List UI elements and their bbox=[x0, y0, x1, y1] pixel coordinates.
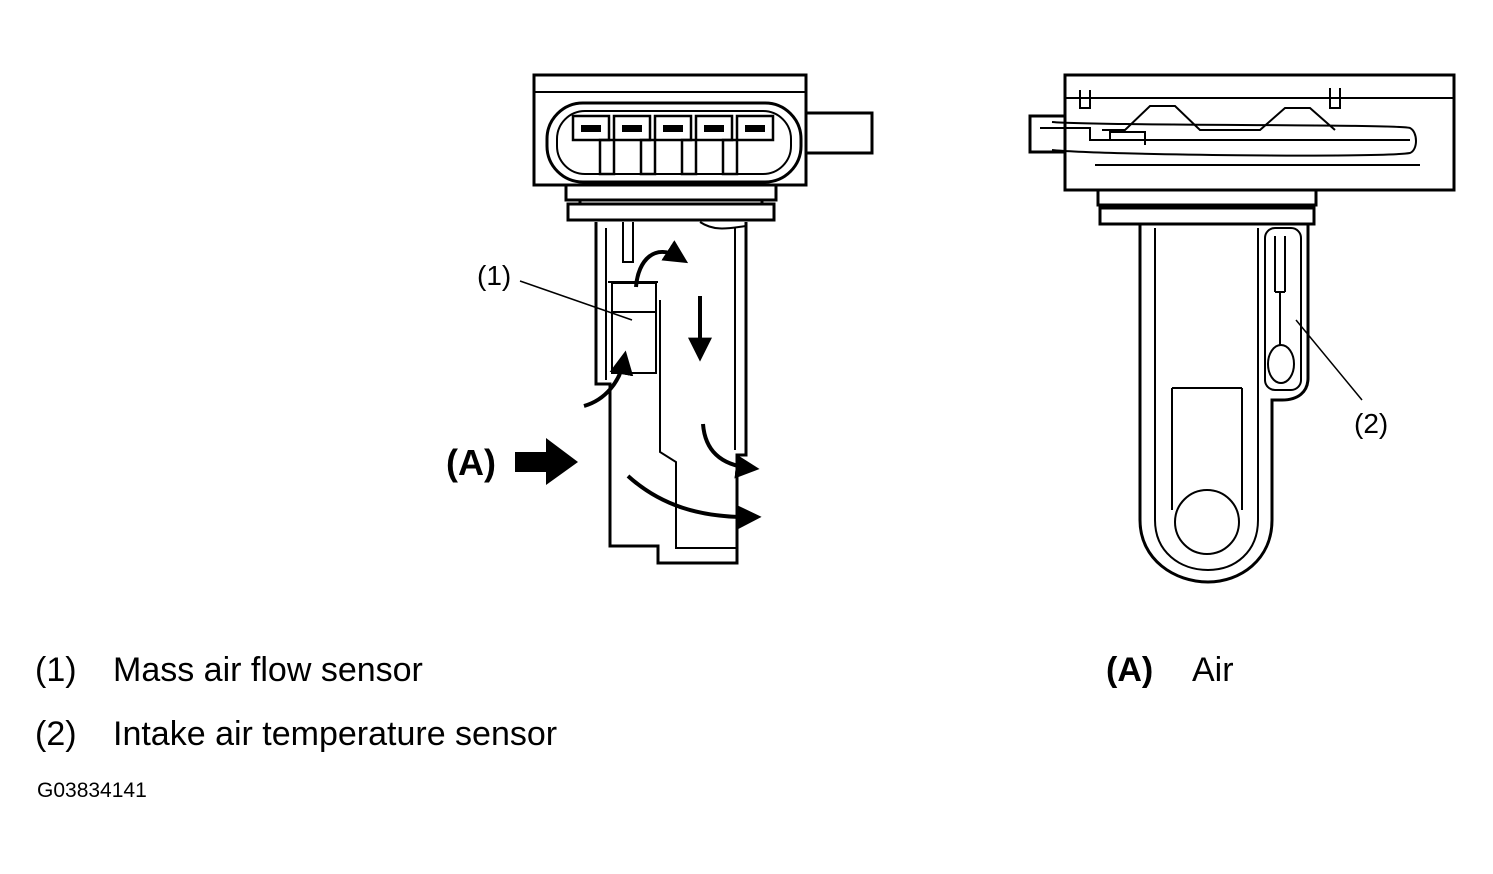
legend-number: (1) bbox=[35, 651, 77, 689]
callout-iat-sensor: (2) bbox=[1354, 408, 1389, 439]
side-probe-body bbox=[1138, 224, 1310, 584]
maf-sensor-element bbox=[611, 282, 657, 374]
callout-maf-sensor: (1) bbox=[477, 260, 512, 291]
air-direction-arrow bbox=[515, 438, 578, 485]
leader-line-2 bbox=[1295, 319, 1363, 401]
legend-item-air: (A) Air bbox=[1106, 651, 1234, 690]
legend-number: (A) bbox=[1106, 651, 1154, 689]
probe-body bbox=[594, 222, 748, 565]
o-ring bbox=[566, 202, 776, 222]
side-mounting-flange bbox=[1096, 188, 1318, 207]
airflow-arrow-inlet bbox=[583, 350, 634, 408]
side-o-ring bbox=[1098, 206, 1316, 226]
airflow-arrow-exit-lower bbox=[626, 474, 762, 530]
iat-sensor-element bbox=[1267, 344, 1295, 384]
connector-socket bbox=[545, 101, 803, 184]
legend-item-iat: (2) Intake air temperature sensor bbox=[35, 715, 557, 754]
connector-side-tab bbox=[804, 111, 874, 155]
legend-item-maf: (1) Mass air flow sensor bbox=[35, 651, 423, 690]
legend-text: Air bbox=[1192, 651, 1234, 689]
legend-text: Intake air temperature sensor bbox=[113, 715, 558, 753]
front-view-sensor bbox=[532, 73, 874, 565]
side-view-sensor bbox=[1028, 73, 1456, 584]
airflow-arrow-up bbox=[634, 240, 689, 288]
bypass-opening bbox=[1174, 489, 1240, 555]
mounting-flange bbox=[564, 183, 778, 202]
callout-air-direction: (A) bbox=[446, 442, 496, 483]
connector-pins bbox=[571, 114, 775, 176]
legend-text: Mass air flow sensor bbox=[113, 651, 423, 689]
airflow-arrow-exit-upper bbox=[701, 423, 760, 479]
legend-number: (2) bbox=[35, 715, 77, 753]
figure-id: G03834141 bbox=[37, 779, 147, 802]
airflow-arrows bbox=[583, 240, 762, 530]
leader-line-1 bbox=[519, 280, 633, 321]
